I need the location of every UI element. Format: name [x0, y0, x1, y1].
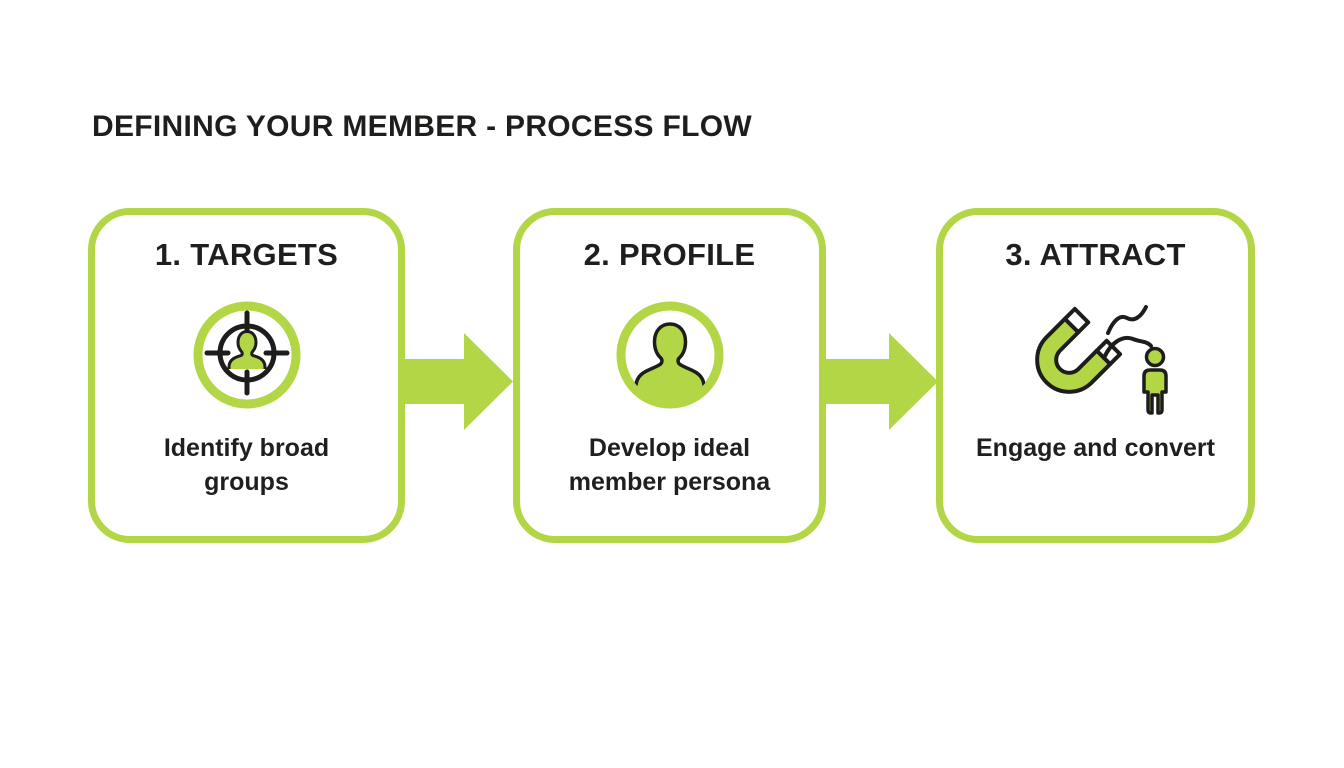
step-description: Identify broad groups — [163, 434, 330, 496]
step-card-attract: 3. ATTRACT Eng — [936, 208, 1255, 543]
step-title: 1. TARGETS — [154, 237, 339, 272]
step-title: 2. PROFILE — [583, 237, 756, 272]
step-title: 3. ATTRACT — [1005, 237, 1186, 272]
page-title: DEFINING YOUR MEMBER - PROCESS FLOW — [92, 110, 752, 144]
arrow-right-icon — [826, 333, 938, 430]
step-card-profile: 2. PROFILE Develop ideal member persona — [513, 208, 826, 543]
target-audience-icon — [191, 299, 303, 411]
step-description: Engage and convert — [976, 434, 1215, 462]
arrow-right-icon — [401, 333, 513, 430]
step-description: Develop ideal member persona — [568, 434, 771, 496]
step-card-targets: 1. TARGETS Identify broad groups — [88, 208, 405, 543]
member-persona-icon — [614, 299, 726, 411]
magnet-attract-icon — [1010, 291, 1182, 423]
